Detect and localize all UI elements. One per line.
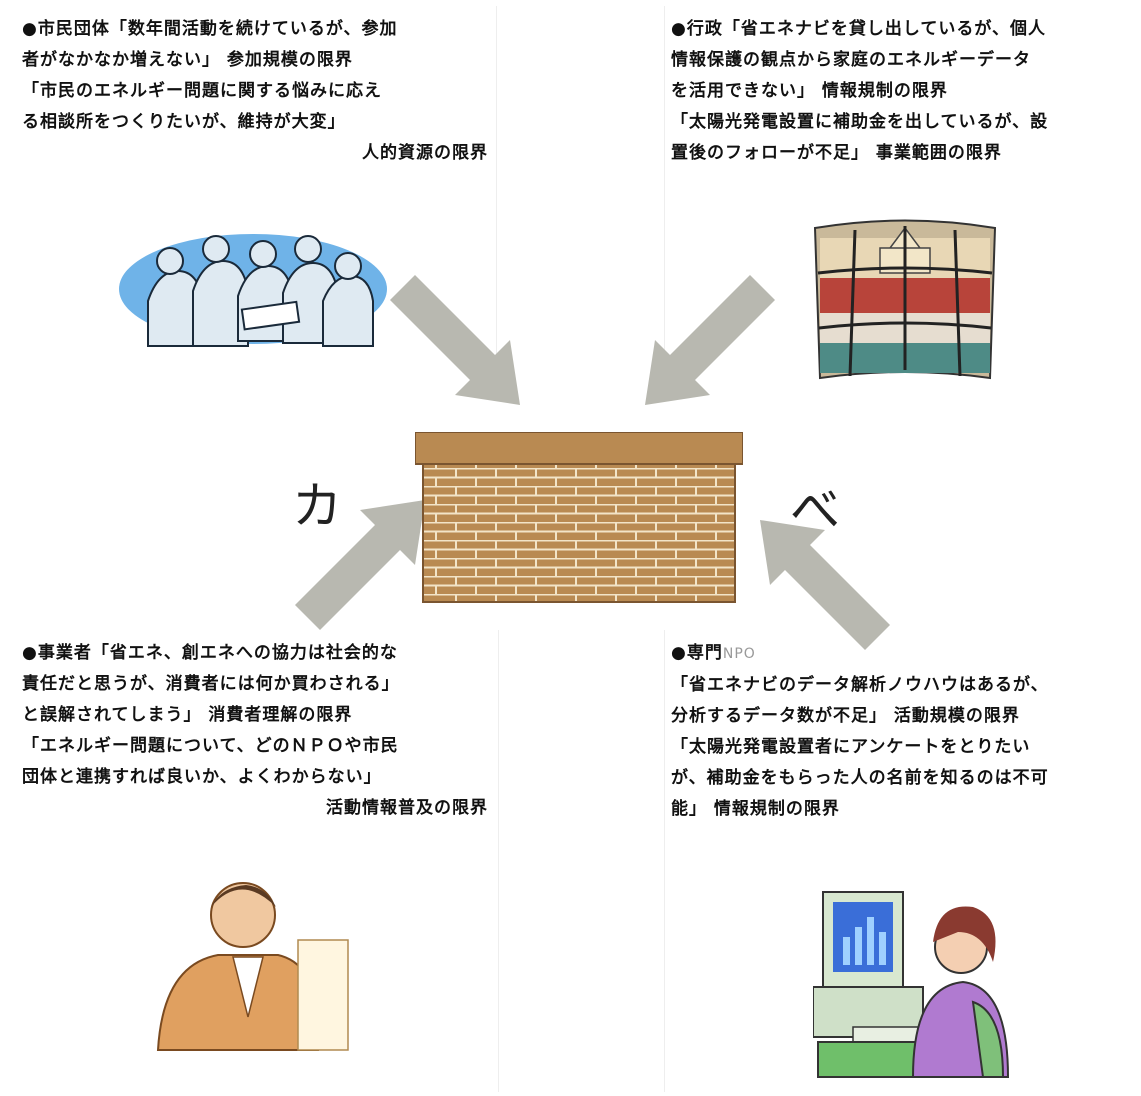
panel-specialist-npo: ●専門NPO 「省エネナビのデータ解析ノウハウはあるが、 分析するデータ数が不足… [664, 630, 1135, 1092]
panel-citizen-group: ●市民団体「数年間活動を続けているが、参加 者がなかなか増えない」 参加規模の限… [8, 6, 497, 401]
woman-computer-icon [813, 891, 1010, 1078]
text-line: 分析するデータ数が不足」 活動規模の限界 [671, 706, 1020, 726]
text-line: が、補助金をもらった人の名前を知るのは不可 [671, 768, 1049, 788]
text-line: 責任だと思うが、消費者には何か買わされる」 [22, 674, 400, 694]
text-line: を活用できない」 情報規制の限界 [671, 81, 948, 101]
people-meeting-icon [119, 234, 387, 347]
text-line: ●市民団体「数年間活動を続けているが、参加 [22, 19, 398, 39]
arrow-from-top-left [390, 275, 520, 405]
text-line: 能」 情報規制の限界 [671, 799, 840, 819]
brick-wall-icon [415, 432, 743, 603]
text-line: 「省エネナビのデータ解析ノウハウはあるが、 [671, 675, 1049, 695]
text-line: る相談所をつくりたいが、維持が大変」 [22, 112, 346, 132]
text-line: 「太陽光発電設置に補助金を出しているが、設 [671, 112, 1049, 132]
arrow-from-bottom-left [295, 500, 425, 630]
panel-text: ●専門NPO 「省エネナビのデータ解析ノウハウはあるが、 分析するデータ数が不足… [671, 638, 1049, 825]
text-line: 活動情報普及の限界 [326, 798, 488, 818]
text-line: ●専門NPO [671, 638, 1049, 670]
text-line: 団体と連携すれば良いか、よくわからない」 [22, 767, 382, 787]
text-line: 情報保護の観点から家庭のエネルギーデータ [671, 50, 1031, 70]
text-line: 「エネルギー問題について、どのＮＰＯや市民 [22, 736, 399, 756]
panel-text: ●市民団体「数年間活動を続けているが、参加 者がなかなか増えない」 参加規模の限… [22, 14, 488, 169]
arrow-from-bottom-right [760, 520, 890, 650]
text-line: ●行政「省エネナビを貸し出しているが、個人 [671, 19, 1046, 39]
text-line: 者がなかなか増えない」 参加規模の限界 [22, 50, 353, 70]
panel-business: ●事業者「省エネ、創エネへの協力は社会的な 責任だと思うが、消費者には何か買わさ… [8, 630, 499, 1092]
businessman-icon [156, 882, 349, 1051]
text-line: 「太陽光発電設置者にアンケートをとりたい [671, 737, 1031, 757]
text-line: ●事業者「省エネ、創エネへの協力は社会的な [22, 643, 398, 663]
title-left-char: カ [292, 477, 342, 535]
text-line: と誤解されてしまう」 消費者理解の限界 [22, 705, 353, 725]
text-line: 人的資源の限界 [362, 143, 488, 163]
arrow-from-top-right [645, 275, 775, 405]
panel-text: ●事業者「省エネ、創エネへの協力は社会的な 責任だと思うが、消費者には何か買わさ… [22, 638, 488, 824]
government-building-icon [813, 219, 997, 380]
panel-text: ●行政「省エネナビを貸し出しているが、個人 情報保護の観点から家庭のエネルギーデ… [671, 14, 1048, 169]
title-right-char: べ [790, 481, 840, 539]
panel-government: ●行政「省エネナビを貸し出しているが、個人 情報保護の観点から家庭のエネルギーデ… [664, 6, 1135, 401]
text-line: 「市民のエネルギー問題に関する悩みに応え [22, 81, 382, 101]
npo-tag: NPO [722, 646, 756, 662]
npo-heading: ●専門 [671, 643, 723, 663]
text-line: 置後のフォローが不足」 事業範囲の限界 [671, 143, 1002, 163]
